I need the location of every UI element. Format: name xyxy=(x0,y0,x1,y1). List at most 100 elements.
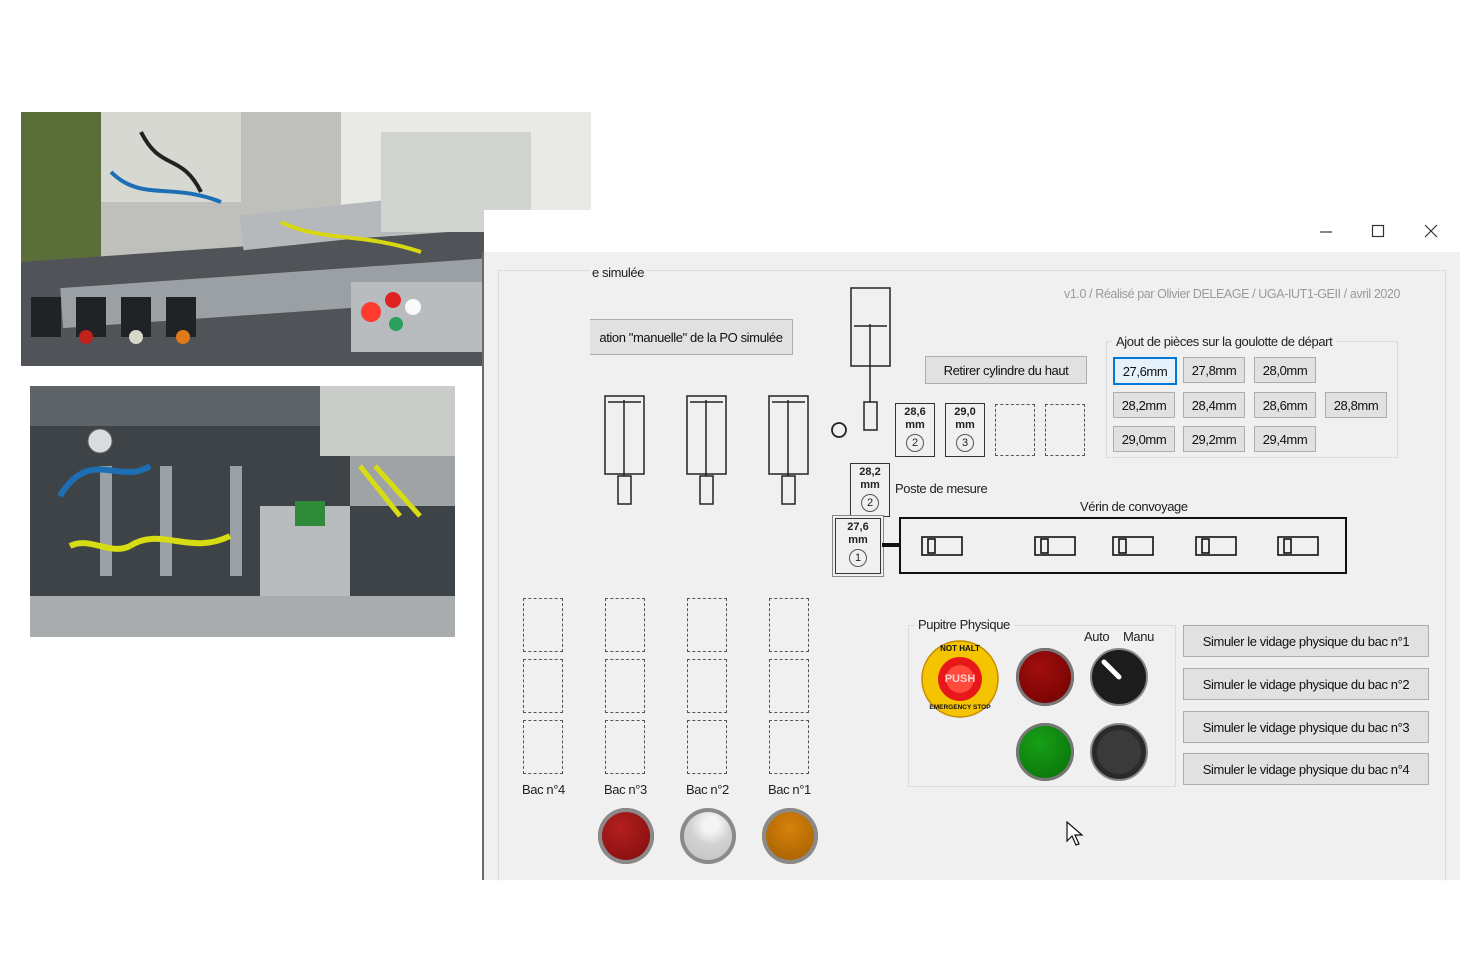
bin-3-slot xyxy=(605,659,645,713)
conveyor-slot xyxy=(1112,536,1154,556)
bin-1-label: Bac n°1 xyxy=(768,782,811,797)
conveyor xyxy=(882,517,1347,574)
piece-number: 3 xyxy=(956,434,974,452)
piece-unit: mm xyxy=(905,419,925,431)
conveyor-slot-tab xyxy=(1040,538,1049,554)
piece-size: 27,6 xyxy=(847,521,869,533)
measure-cylinder xyxy=(850,287,891,431)
bin-1-lamp xyxy=(762,808,818,864)
group-title: e simulée xyxy=(590,265,647,280)
bin-1-slot xyxy=(769,720,809,774)
conveyor-slot-tab xyxy=(1283,538,1292,554)
empty-bin-3-button[interactable]: Simuler le vidage physique du bac n°3 xyxy=(1183,711,1429,743)
maximize-icon xyxy=(1371,224,1385,238)
add-part-28-0-button[interactable]: 28,0mm xyxy=(1254,357,1316,383)
add-part-29-4-button[interactable]: 29,4mm xyxy=(1254,426,1316,452)
selector-knob-icon xyxy=(1090,648,1148,706)
empty-bin-2-button[interactable]: Simuler le vidage physique du bac n°2 xyxy=(1183,668,1429,700)
stack-piece-2: 29,0 mm 3 xyxy=(945,403,985,457)
auto-manu-selector[interactable] xyxy=(1089,647,1149,707)
piece-number: 2 xyxy=(861,494,879,512)
console-green-lamp[interactable] xyxy=(1016,723,1074,781)
bin-1-slot xyxy=(769,598,809,652)
conveyor-slot xyxy=(1034,536,1076,556)
add-part-28-8-button[interactable]: 28,8mm xyxy=(1325,392,1387,418)
physical-console-title: Pupitre Physique xyxy=(914,617,1014,632)
piece-unit: mm xyxy=(955,419,975,431)
empty-bin-4-button[interactable]: Simuler le vidage physique du bac n°4 xyxy=(1183,753,1429,785)
minimize-button[interactable] xyxy=(1303,210,1349,252)
maximize-button[interactable] xyxy=(1355,210,1401,252)
bin-2-slot xyxy=(687,659,727,713)
bin-2-lamp xyxy=(680,808,736,864)
bin-4-slot xyxy=(523,720,563,774)
sort-cylinder-1 xyxy=(768,395,809,505)
manual-po-button[interactable]: ation "manuelle" de la PO simulée xyxy=(590,319,793,355)
add-parts-title: Ajout de pièces sur la goulotte de dépar… xyxy=(1112,334,1337,349)
bin-4-slot xyxy=(523,598,563,652)
title-bar xyxy=(484,210,1460,252)
minimize-icon xyxy=(1320,231,1332,233)
bin-2-slot xyxy=(687,720,727,774)
piece-number: 2 xyxy=(906,434,924,452)
bin-3-slot xyxy=(605,598,645,652)
piece-size: 28,2 xyxy=(859,466,881,478)
conveyor-slot-tab xyxy=(927,538,936,554)
conveyor-cylinder-label: Vérin de convoyage xyxy=(1080,499,1188,514)
version-credit: v1.0 / Réalisé par Olivier DELEAGE / UGA… xyxy=(1064,287,1401,301)
add-part-27-8-button[interactable]: 27,8mm xyxy=(1183,357,1245,383)
bin-3-slot xyxy=(605,720,645,774)
add-part-27-6-button[interactable]: 27,6mm xyxy=(1113,357,1177,385)
bin-4-label: Bac n°4 xyxy=(522,782,565,797)
measure-station-label: Poste de mesure xyxy=(895,481,988,496)
measure-piece: 28,2 mm 2 xyxy=(850,463,890,517)
empty-bin-1-button[interactable]: Simuler le vidage physique du bac n°1 xyxy=(1183,625,1429,657)
piece-size: 29,0 xyxy=(954,406,976,418)
bin-3-label: Bac n°3 xyxy=(604,782,647,797)
window-border xyxy=(482,252,484,880)
sensor-indicator xyxy=(831,422,847,438)
console-black-button[interactable] xyxy=(1089,722,1149,782)
bin-3-lamp xyxy=(598,808,654,864)
machine-photo-overview xyxy=(21,112,591,366)
add-part-29-0-button[interactable]: 29,0mm xyxy=(1113,426,1175,452)
entry-piece: 27,6 mm 1 xyxy=(835,518,881,574)
physical-console-group xyxy=(908,625,1176,787)
bin-2-label: Bac n°2 xyxy=(686,782,729,797)
bin-2-slot xyxy=(687,598,727,652)
sort-cylinder-2 xyxy=(686,395,727,505)
machine-photo-detail xyxy=(30,386,455,637)
conveyor-slot-tab xyxy=(1118,538,1127,554)
bin-1-slot xyxy=(769,659,809,713)
conveyor-slot xyxy=(1277,536,1319,556)
add-part-29-2-button[interactable]: 29,2mm xyxy=(1183,426,1245,452)
remove-top-cylinder-button[interactable]: Retirer cylindre du haut xyxy=(925,356,1087,384)
piece-unit: mm xyxy=(848,534,868,546)
cylinders-diagram xyxy=(604,287,891,505)
piece-number: 1 xyxy=(849,549,867,567)
conveyor-body xyxy=(899,517,1347,574)
emergency-stop-icon xyxy=(921,640,999,718)
simulation-group-frame xyxy=(498,270,1446,881)
conveyor-slot xyxy=(1195,536,1237,556)
add-part-28-6-button[interactable]: 28,6mm xyxy=(1254,392,1316,418)
black-button-icon xyxy=(1090,723,1148,781)
conveyor-slot-tab xyxy=(1201,538,1210,554)
emergency-stop-button[interactable]: NOT HALT PUSH EMERGENCY STOP xyxy=(921,640,999,718)
conveyor-slot xyxy=(921,536,963,556)
close-icon xyxy=(1424,224,1438,238)
console-red-lamp[interactable] xyxy=(1016,648,1074,706)
estop-bottom-text: EMERGENCY STOP xyxy=(929,704,991,711)
add-part-28-2-button[interactable]: 28,2mm xyxy=(1113,392,1175,418)
add-part-28-4-button[interactable]: 28,4mm xyxy=(1183,392,1245,418)
close-button[interactable] xyxy=(1408,210,1454,252)
piece-size: 28,6 xyxy=(904,406,926,418)
mode-auto-label: Auto xyxy=(1084,629,1110,644)
mode-manu-label: Manu xyxy=(1123,629,1154,644)
sort-cylinder-3 xyxy=(604,395,645,505)
bin-4-slot xyxy=(523,659,563,713)
empty-stack-slot xyxy=(995,404,1035,456)
piece-unit: mm xyxy=(860,479,880,491)
empty-stack-slot xyxy=(1045,404,1085,456)
estop-top-text: NOT HALT xyxy=(940,644,980,653)
